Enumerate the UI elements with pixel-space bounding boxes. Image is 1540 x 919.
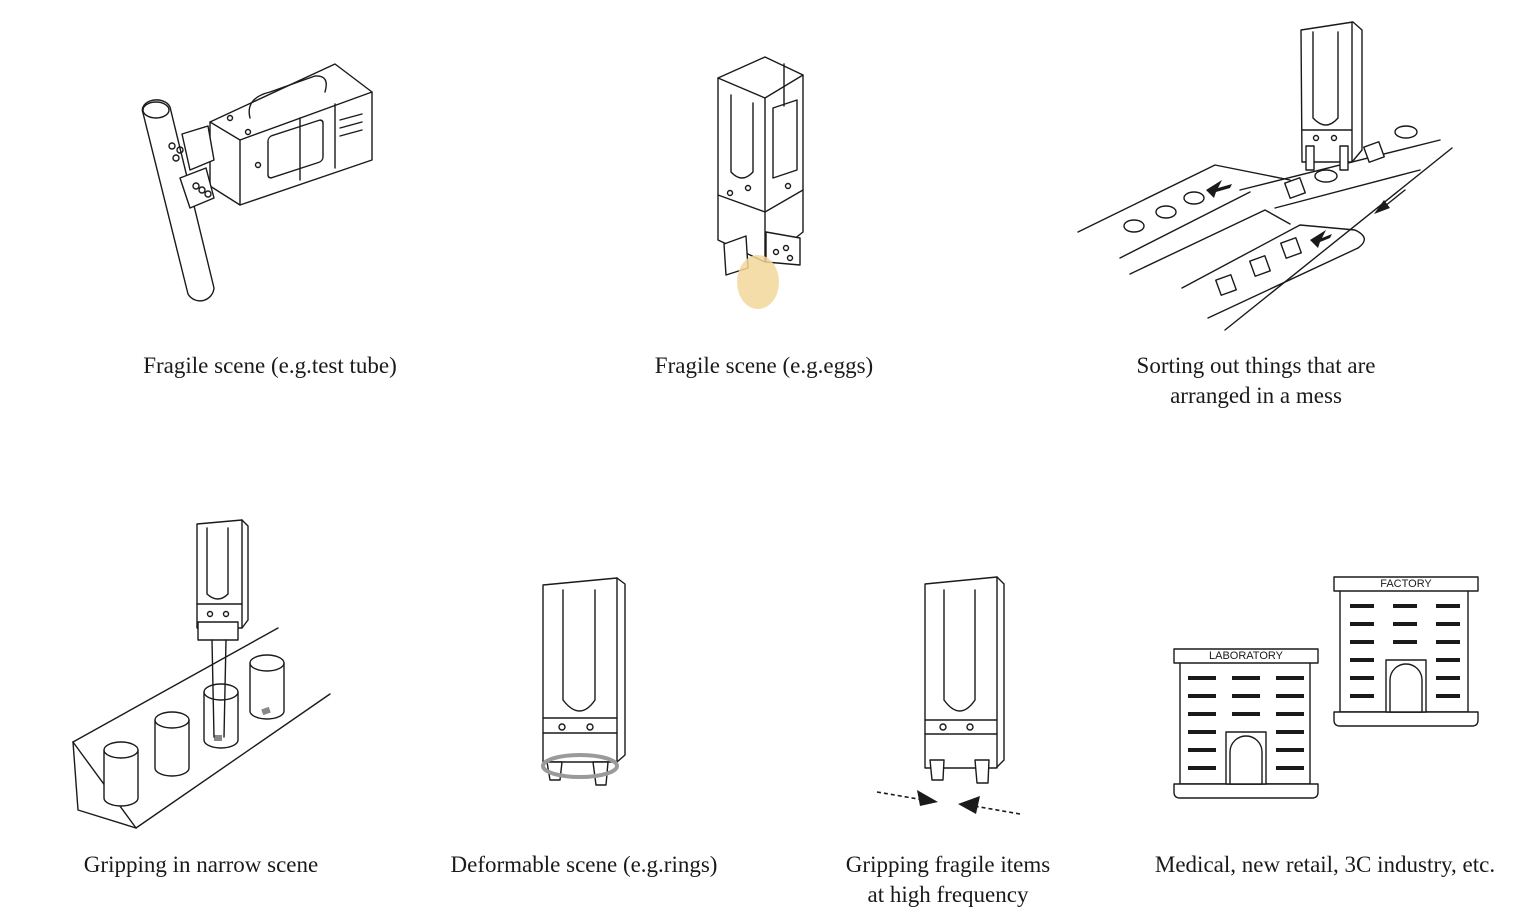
arrow-right-icon (917, 790, 938, 806)
caption-line: Gripping in narrow scene (83, 852, 319, 877)
laboratory-sign: LABORATORY (1209, 650, 1283, 662)
caption-rings: Deformable scene (e.g.rings) (451, 850, 718, 880)
factory-sign: FACTORY (1380, 578, 1432, 590)
arrow-left-icon (958, 796, 980, 814)
caption-line: Fragile scene (e.g.eggs) (654, 353, 874, 378)
egg (737, 255, 779, 309)
caption-line: Gripping fragile items (845, 852, 1051, 877)
caption-line: at high frequency (867, 882, 1029, 907)
caption-line: Medical, new retail, 3C industry, etc. (1154, 852, 1496, 877)
caption-industries: Medical, new retail, 3C industry, etc. (1155, 850, 1495, 880)
ring (541, 753, 619, 779)
caption-narrow: Gripping in narrow scene (84, 850, 318, 880)
glass-cylinders (103, 654, 285, 807)
caption-high-frequency: Gripping fragile items at high frequency (846, 850, 1050, 910)
test-tube (141, 99, 215, 302)
caption-line: Deformable scene (e.g.rings) (450, 852, 718, 877)
caption-test-tube: Fragile scene (e.g.test tube) (143, 351, 397, 381)
caption-line: Fragile scene (e.g.test tube) (143, 353, 397, 378)
caption-sorting: Sorting out things that are arranged in … (1137, 351, 1376, 411)
caption-eggs: Fragile scene (e.g.eggs) (655, 351, 873, 381)
caption-line: Sorting out things that are (1136, 353, 1376, 378)
caption-line: arranged in a mess (1170, 383, 1342, 408)
